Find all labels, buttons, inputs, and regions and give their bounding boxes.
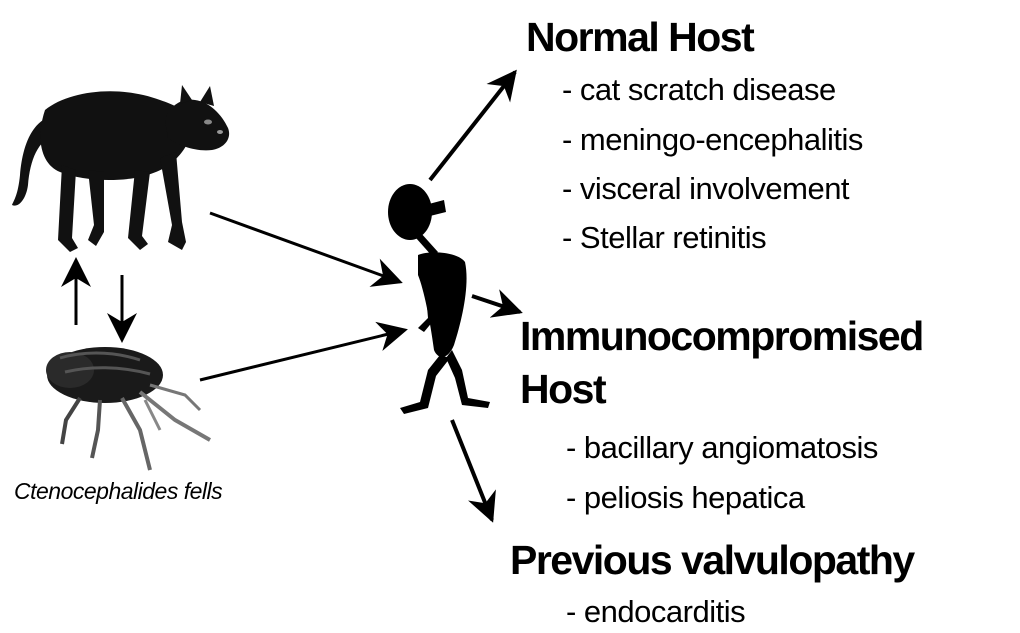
immunocompromised-heading-line2: Host bbox=[520, 369, 605, 410]
immunocompromised-item: - bacillary angiomatosis bbox=[566, 432, 878, 463]
flea-icon bbox=[46, 347, 210, 470]
arrow-flea-to-human bbox=[200, 330, 405, 380]
valvulopathy-heading: Previous valvulopathy bbox=[510, 540, 914, 581]
normal-host-item: - Stellar retinitis bbox=[562, 222, 766, 253]
immunocompromised-item: - peliosis hepatica bbox=[566, 482, 805, 513]
cat-icon bbox=[12, 85, 229, 252]
arrow-to-valvulopathy bbox=[452, 420, 492, 520]
normal-host-item: - cat scratch disease bbox=[562, 74, 836, 105]
valvulopathy-item: - endocarditis bbox=[566, 596, 745, 627]
vector-caption: Ctenocephalides fells bbox=[14, 478, 222, 505]
normal-host-item: - visceral involvement bbox=[562, 173, 849, 204]
arrow-to-immunocompromised bbox=[472, 296, 520, 312]
arrow-cat-to-human bbox=[210, 213, 400, 282]
normal-host-item: - meningo-encephalitis bbox=[562, 124, 863, 155]
arrow-to-normal-host bbox=[430, 72, 515, 180]
normal-host-heading: Normal Host bbox=[526, 17, 753, 58]
immunocompromised-heading-line1: Immunocompromised bbox=[520, 316, 923, 357]
